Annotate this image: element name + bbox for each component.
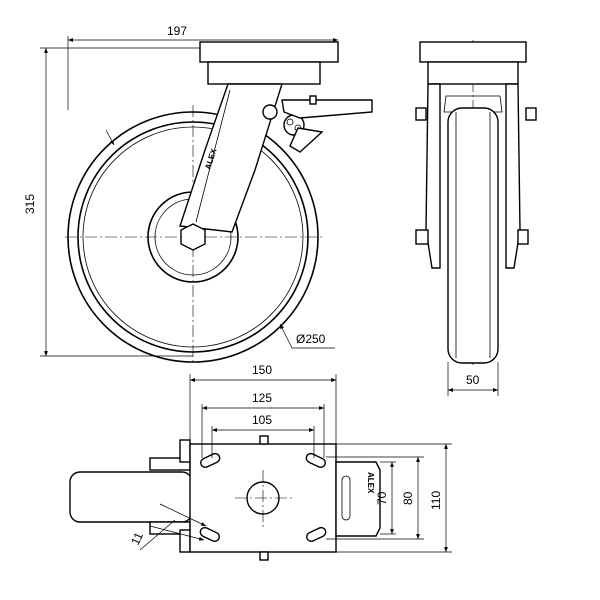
fork-leg: [179, 83, 283, 233]
slot-dim-line-a: [139, 519, 176, 551]
bolt-slot: [200, 452, 221, 468]
front-pivot-left: [415, 107, 427, 121]
top-brake-upper: [179, 439, 191, 463]
brake-lever: [281, 99, 373, 119]
front-brake: [443, 95, 503, 113]
swivel-bearing: [207, 61, 321, 85]
wheel-tread-inner: [77, 121, 309, 353]
top-view: ALEX 150 125 105 11 110 80: [69, 363, 452, 561]
bolt-slot: [199, 526, 220, 542]
top-brake-lower: [179, 529, 191, 553]
side-view: ALEX 197 315 Ø250: [23, 24, 373, 365]
bolt-slot: [306, 526, 327, 542]
front-axle-nut-left: [415, 229, 429, 245]
bolt-slot: [305, 452, 326, 468]
slot-dim-arrow-a: [159, 503, 207, 527]
top-plate: [199, 41, 339, 63]
front-top-plate: [419, 41, 527, 63]
fork-edge: [195, 89, 231, 223]
pedal-slot: [341, 475, 351, 521]
plate-length-label: 150: [252, 363, 272, 377]
top-nut: [259, 435, 269, 445]
overall-width-label: 197: [167, 24, 187, 38]
brand-mark: ALEX: [366, 472, 375, 494]
front-pivot-right: [525, 107, 537, 121]
bolt-cross-inner-label: 70: [375, 491, 389, 505]
top-wheel: [69, 471, 193, 523]
bolt-outer-label: 125: [252, 391, 272, 405]
diameter-arrow: [279, 323, 293, 349]
brake-pedal: [335, 461, 381, 537]
brake-stop: [309, 95, 317, 105]
wheel-width-label: 50: [466, 373, 480, 387]
bottom-nut: [259, 551, 269, 561]
front-view: 50: [415, 40, 537, 396]
brake-pad: [289, 127, 324, 153]
front-fork-right: [505, 83, 521, 269]
front-bearing: [427, 61, 519, 85]
bolt-inner-label: 105: [252, 413, 272, 427]
wheel-tread: [67, 111, 319, 363]
brake-bolt-1: [286, 118, 294, 126]
bolt-slots: [199, 452, 327, 542]
slot-dim-arrow-b: [149, 525, 205, 541]
front-axle-nut-right: [517, 229, 529, 245]
brake-pivot-nut: [262, 104, 278, 120]
bolt-hole-label: 11: [128, 530, 146, 548]
overall-height-label: 315: [23, 194, 37, 214]
bolt-cross-outer-label: 80: [401, 491, 415, 505]
front-fork-left: [425, 83, 441, 269]
wheel-rim: [82, 126, 304, 348]
front-wheel: [447, 107, 499, 364]
wheel-diameter-label: Ø250: [296, 332, 326, 346]
plate-width-label: 110: [429, 491, 443, 510]
axle-nut: [180, 223, 206, 251]
diameter-arrow-top: [105, 129, 115, 146]
